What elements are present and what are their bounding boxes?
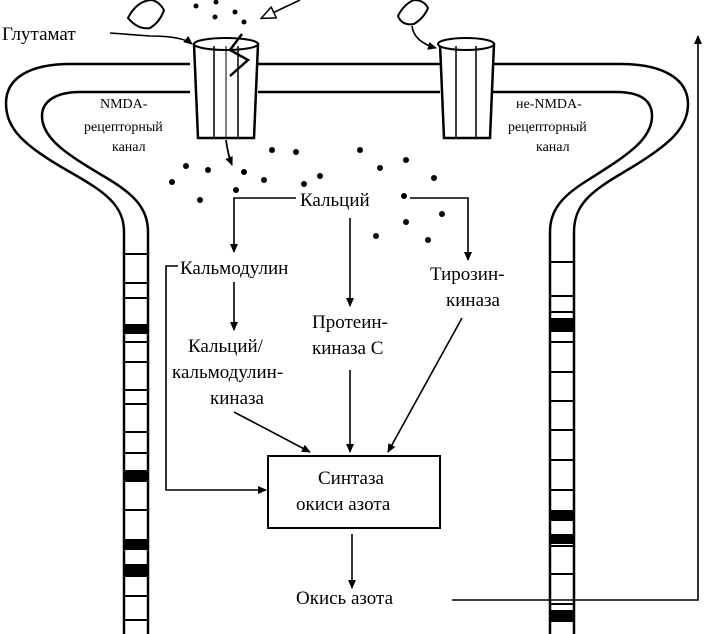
right-membrane-texture (550, 261, 574, 605)
protein-kinase-c-label-line1: Протеин- (312, 312, 388, 333)
camk-label-line3: киназа (210, 388, 265, 409)
nitric-oxide-outflow-arrow (452, 35, 702, 601)
protein-kinase-c-label-line2: киназа С (312, 338, 383, 359)
calcium-to-tyrosine-kinase-arrow (410, 197, 472, 261)
calcium-label: Кальций (300, 190, 370, 211)
pathway-arrows (165, 35, 702, 601)
nmda-channel-label-line1: NMDA- (100, 97, 148, 112)
nos-box (267, 455, 441, 529)
non-nmda-receptor-channel-icon (437, 37, 496, 140)
camk-label-line1: Кальций/ (188, 336, 264, 357)
nmda-channel-label-line2: рецепторный (84, 120, 163, 135)
tyrosine-kinase-to-nos-arrow (387, 317, 463, 453)
nitric-oxide-label: Окись азота (296, 588, 394, 609)
right-membrane-dark-bands (550, 318, 574, 622)
non-nmda-channel-label-line2: рецепторный (508, 120, 587, 135)
cell-membrane (4, 62, 690, 634)
tyrosine-kinase-label-line1: Тирозин- (430, 264, 504, 285)
non-nmda-channel-label-line3: канал (536, 140, 570, 155)
calmodulin-to-nos-arrow (165, 265, 267, 494)
left-membrane-dark-bands (124, 324, 148, 577)
glutamate-to-non-nmda-arrow (411, 25, 437, 50)
calcium-ions (169, 0, 445, 243)
channel-release-arrow (262, 0, 301, 18)
calcium-to-calmodulin-arrow (230, 197, 296, 253)
camk-label-line2: кальмодулин- (172, 362, 283, 383)
nmda-receptor-channel-icon (192, 33, 260, 166)
nos-label-line1: Синтаза (318, 468, 384, 489)
glutamate-molecule-icon (126, 0, 430, 30)
glutamate-label: Глутамат (2, 24, 76, 45)
nmda-channel-label-line3: канал (112, 140, 146, 155)
calmodulin-label: Кальмодулин (180, 258, 288, 279)
nos-label-line2: окиси азота (296, 494, 391, 515)
tyrosine-kinase-label-line2: киназа (446, 290, 501, 311)
glutamate-to-nmda-arrow (109, 32, 193, 45)
non-nmda-channel-label-line1: не-NMDA- (516, 97, 582, 112)
camk-to-nos-arrow (233, 411, 311, 453)
